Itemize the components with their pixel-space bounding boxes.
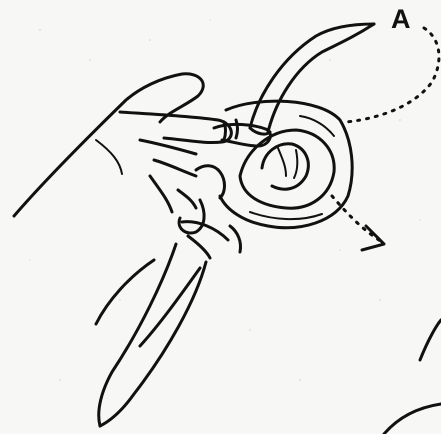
stoma-ring xyxy=(220,101,352,228)
hand xyxy=(14,74,270,216)
paper-texture xyxy=(29,19,420,380)
label-a: A xyxy=(391,6,411,33)
corner-shape xyxy=(384,320,441,434)
